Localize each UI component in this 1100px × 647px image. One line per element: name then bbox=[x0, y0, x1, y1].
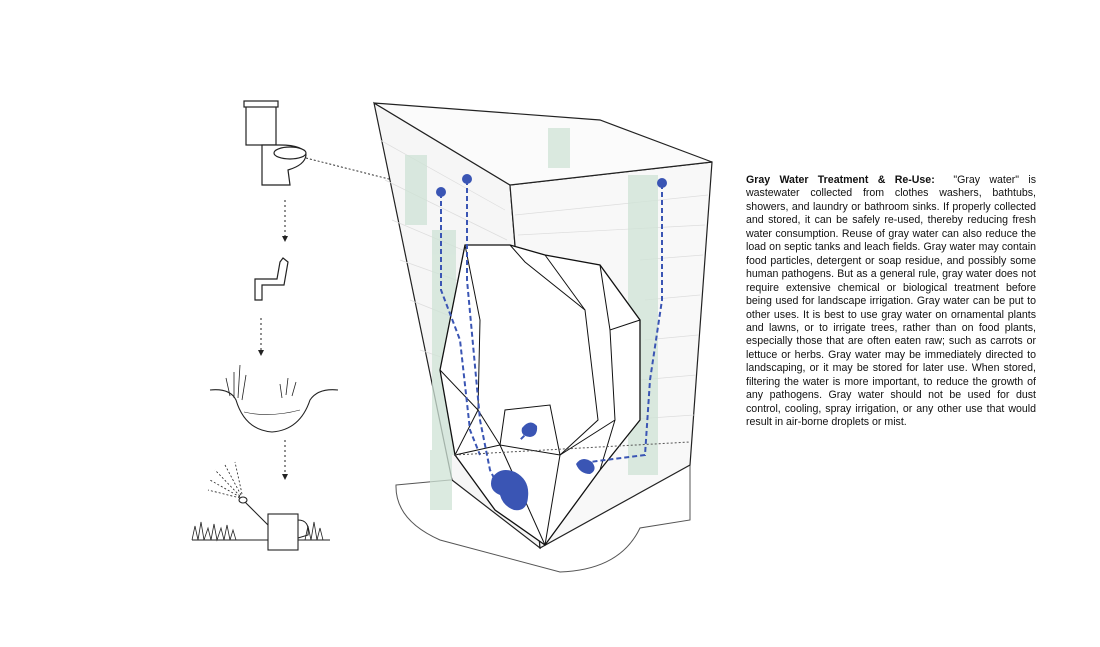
water-drop-icon bbox=[436, 174, 667, 511]
treatment-module bbox=[373, 101, 713, 573]
description-body: "Gray water" is wastewater collected fro… bbox=[746, 174, 1037, 429]
watering-can-icon bbox=[191, 461, 330, 551]
flow-arrow-icon bbox=[258, 200, 288, 480]
cube-top-face bbox=[373, 102, 713, 186]
connector-dotted-line bbox=[305, 157, 441, 193]
description-title: Gray Water Treatment & Re-Use: bbox=[746, 174, 935, 186]
wetland-pond-icon bbox=[209, 364, 339, 433]
toilet-icon bbox=[243, 100, 307, 186]
description-text: Gray Water Treatment & Re-Use: "Gray wat… bbox=[746, 174, 1036, 430]
pipe-trap-icon bbox=[254, 257, 289, 301]
